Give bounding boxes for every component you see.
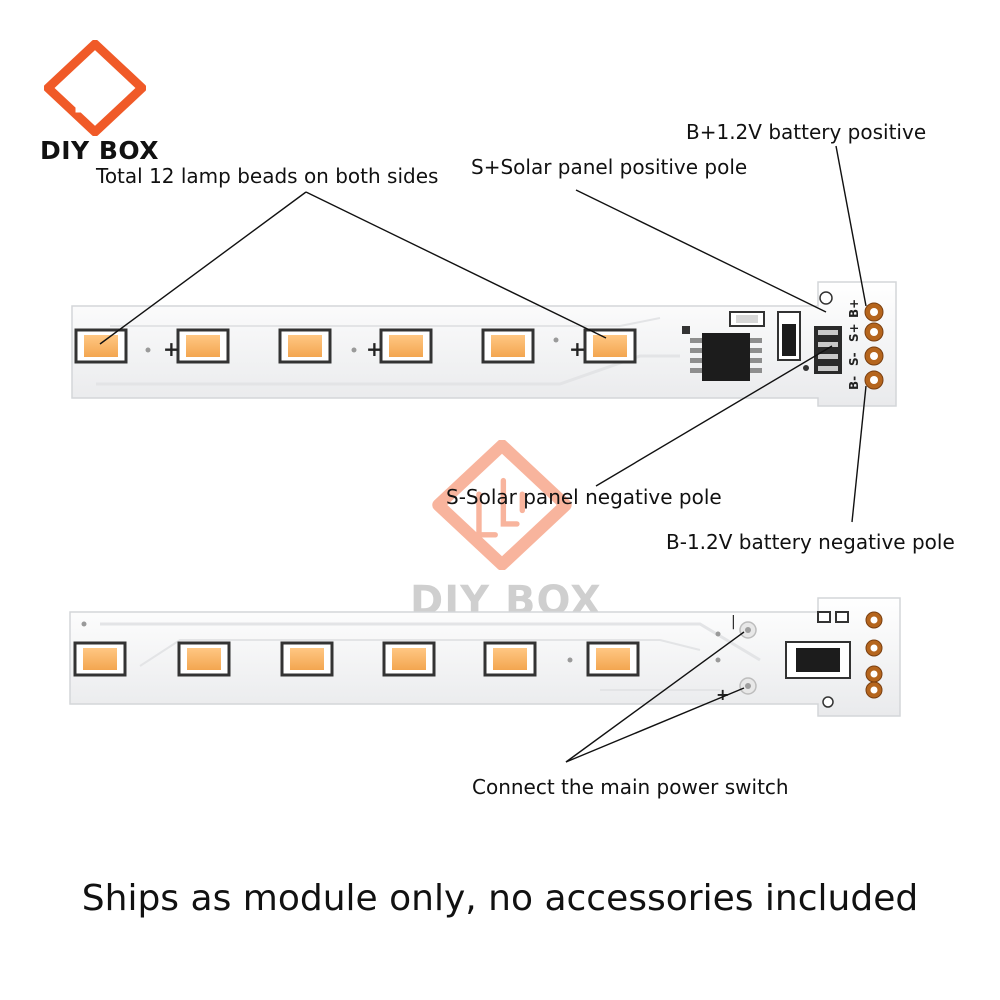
top-led-5 bbox=[481, 328, 535, 364]
bottom-chip bbox=[785, 641, 851, 679]
top-led-2 bbox=[176, 328, 230, 364]
plus-mark-3: + bbox=[569, 337, 586, 361]
callout-battery-negative: B-1.2V battery negative pole bbox=[666, 530, 955, 554]
switch-terminal-top bbox=[739, 621, 757, 639]
pad-label-b-minus: B- bbox=[847, 376, 861, 390]
footer-note: Ships as module only, no accessories inc… bbox=[81, 878, 919, 919]
pad-label-s-minus: S- bbox=[847, 352, 861, 366]
bottom-led-4 bbox=[382, 641, 436, 677]
connector-header bbox=[814, 326, 842, 374]
plus-mark-2: + bbox=[366, 337, 383, 361]
callout-lamp-beads: Total 12 lamp beads on both sides bbox=[96, 164, 439, 188]
watermark-logo-icon bbox=[432, 440, 572, 570]
top-led-4 bbox=[379, 328, 433, 364]
diy-box-logo-icon bbox=[44, 40, 146, 136]
bottom-led-3 bbox=[280, 641, 334, 677]
top-led-1 bbox=[74, 328, 128, 364]
bottom-led-2 bbox=[177, 641, 231, 677]
switch-mark-plus: + bbox=[716, 685, 729, 704]
bottom-led-5 bbox=[483, 641, 537, 677]
callout-solar-positive: S+Solar panel positive pole bbox=[471, 155, 748, 179]
callout-power-switch: Connect the main power switch bbox=[472, 775, 789, 799]
switch-terminal-bottom bbox=[739, 677, 757, 695]
plus-mark-1: + bbox=[163, 337, 180, 361]
pad-label-s-plus: S+ bbox=[847, 323, 861, 342]
logo-text: DIY BOX bbox=[40, 136, 160, 165]
bottom-led-6 bbox=[586, 641, 640, 677]
top-led-6 bbox=[583, 328, 637, 364]
callout-battery-positive: B+1.2V battery positive bbox=[686, 120, 927, 144]
callout-solar-negative: S-Solar panel negative pole bbox=[446, 485, 722, 509]
top-led-3 bbox=[278, 328, 332, 364]
bottom-led-1 bbox=[73, 641, 127, 677]
bottom-board: | + bbox=[69, 597, 901, 717]
switch-mark-line: | bbox=[731, 614, 736, 630]
top-board: + + + bbox=[71, 281, 897, 407]
control-chip bbox=[690, 333, 762, 381]
leader-lines bbox=[99, 145, 867, 763]
pad-label-b-plus: B+ bbox=[847, 299, 861, 318]
